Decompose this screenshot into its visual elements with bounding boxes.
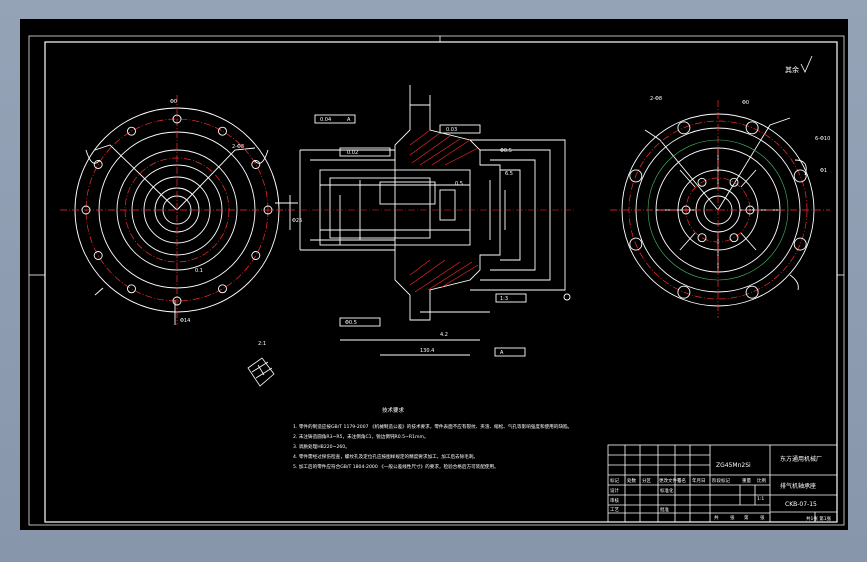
finish-symbol-text: 其余 [785,65,799,74]
bolt-hole [81,205,91,215]
bolt-hole [218,126,227,136]
outer-border [28,35,845,526]
left-dim-5: 0.1 [195,268,203,274]
note-4: 4. 零件需经过探伤检查，螺纹孔及定位孔应按图样规定的精度要求加工，加工后去除毛… [293,453,478,460]
tb-drawing-no: CKB-07-15 [785,501,817,508]
cross-section-view: 0.04 A 0.02 0.03 Φ0.5 4.2 0.5 6.5 130.4 … [299,85,575,357]
tb-part-name: 排气机轴承座 [780,482,816,490]
surface-finish-symbol: 其余 [785,55,813,74]
section-dim-11: 1:3 [500,296,508,302]
detail-view: 2:1 [247,341,275,387]
right-dim-2: Φ0 [742,100,749,106]
right-end-view: 2-Φ8 Φ0 6-Φ10 Φ1 [610,96,830,318]
bolt-hole [629,237,643,251]
note-1: 1. 零件的制造应按GB/T 1179-2007 《机械制造公差》的技术要求，零… [293,423,572,430]
bolt-hole [793,237,807,251]
tb-std: 标准化 [660,487,674,494]
section-dim-4: 0.03 [446,127,457,133]
title-block: 标记 处数 分区 更改文件号 签名 年月日 设计 标准化 审核 工艺 批准 阶段… [607,444,838,523]
left-dim-3: Φ25 [292,218,302,224]
bolt-hole [127,126,136,136]
left-dim-4: Φ14 [180,318,190,324]
section-dim-10: Φ0.5 [345,320,357,326]
bolt-hole [218,284,227,294]
bolt-hole [93,160,103,169]
left-end-view: Φ0 2-Φ8 Φ25 Φ14 0.1 [60,95,302,325]
bolt-hole [729,233,739,243]
section-dim-2: A [347,117,351,123]
section-dim-3: 0.02 [347,150,358,156]
section-dim-7: 0.5 [455,181,463,187]
tb-sheet-4: 张 [760,514,765,521]
bolt-hole [745,205,755,215]
right-dim-4: Φ1 [820,168,827,174]
tb-scale-label: 比例 [757,477,766,484]
section-dim-6: 4.2 [440,332,448,338]
bolt-hole [251,160,261,169]
bolt-hole [251,251,261,260]
bolt-hole [681,205,691,215]
detail-label: 2:1 [258,341,266,347]
bolt-hole [745,285,759,299]
notes-title: 技术要求 [382,406,405,414]
left-dim-top: Φ0 [170,99,177,105]
left-dim-2: 2-Φ8 [232,144,244,150]
tb-h4: 更改文件号 [659,477,682,484]
bolt-hole [729,177,739,187]
inner-frame [44,41,838,523]
bolt-hole [172,114,182,124]
section-dim-5: Φ0.5 [500,148,512,154]
tb-material: ZG45Mn2Si [716,462,751,469]
bolt-hole [93,251,103,260]
bolt-hole [677,121,691,135]
tb-sheet-2: 张 [730,514,735,521]
bolt-hole [745,121,759,135]
tb-company: 东方通用机械厂 [780,455,822,463]
tb-design: 设计 [610,487,619,494]
tb-review: 审核 [610,497,619,504]
bolt-hole [263,205,273,215]
note-3: 3. 调质处理HB220~260。 [293,443,350,450]
tb-sheet-3: 第 [744,514,749,521]
tb-stage: 阶段标记 [712,477,730,484]
note-2: 2. 未注铸造圆角R3~R5，未注倒角C1，锐边倒钝R0.5~R1mm。 [293,433,429,440]
bolt-hole [697,177,707,187]
drawing-sheet [20,19,848,530]
tb-h3: 分区 [642,477,651,484]
section-dim-12: A [500,350,504,356]
bolt-hole [793,169,807,183]
bolt-hole [697,233,707,243]
right-dim-3: 6-Φ10 [815,136,830,142]
tb-approve: 批准 [660,506,669,513]
right-dim-1: 2-Φ8 [650,96,662,102]
tb-h5: 签名 [677,477,686,484]
section-dim-9: 130.4 [420,348,434,354]
bolt-hole [127,284,136,294]
technical-requirements: 技术要求 1. 零件的制造应按GB/T 1179-2007 《机械制造公差》的技… [293,406,572,470]
tb-weight: 重量 [742,477,751,484]
bolt-hole [629,169,643,183]
note-5: 5. 加工后的零件应符合GB/T 1804-2000 《一般公差线性尺寸》的要求… [293,463,499,470]
tb-sheet-info: 共1张 第1张 [806,515,832,522]
section-dim-1: 0.04 [320,117,331,123]
tb-scale-value: 1:1 [757,496,764,502]
tb-h6: 年月日 [692,477,706,484]
section-dim-8: 6.5 [505,171,513,177]
tb-sheet-1: 共 [714,514,719,521]
bolt-hole [172,296,182,306]
tb-h2: 处数 [627,477,636,484]
bolt-hole [677,285,691,299]
tb-craft: 工艺 [610,507,619,513]
tb-h1: 标记 [610,477,619,484]
